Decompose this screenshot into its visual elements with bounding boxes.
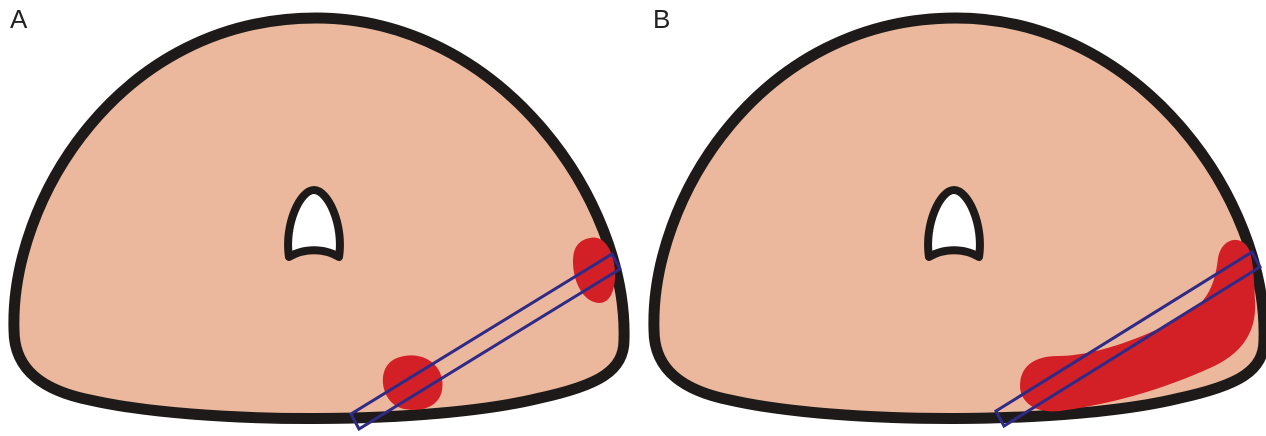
panel-a-diagram [0,0,633,436]
panel-b-diagram [640,0,1266,436]
central-cavity [288,190,340,257]
central-cavity [928,190,980,257]
